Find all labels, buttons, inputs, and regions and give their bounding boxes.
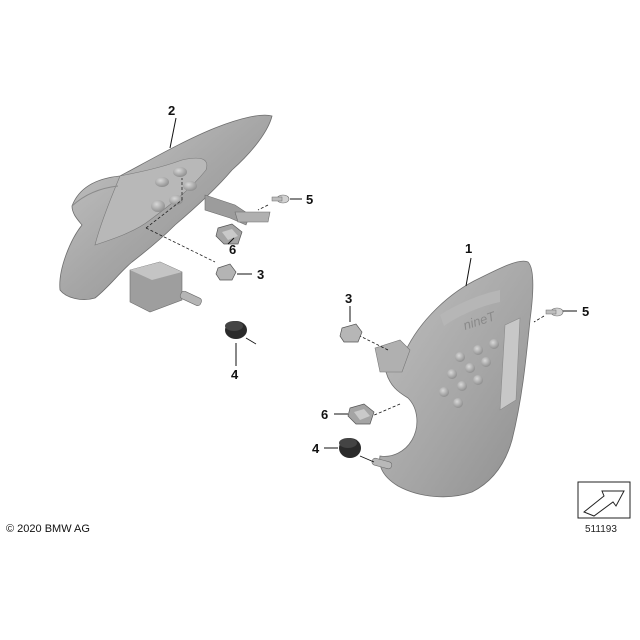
callout-right-grommet: 4 [312,441,320,456]
right-cover-part [359,260,534,498]
diagram-number: 511193 [585,524,617,535]
right-nut-3 [339,323,363,343]
callout-right-nut: 3 [345,291,353,306]
callout-right-screw: 5 [582,304,590,319]
left-cover-part [59,114,273,313]
copyright-notice: © 2020 BMW AG [6,523,90,535]
orientation-icon [577,481,631,519]
callout-right-clip: 6 [321,407,329,422]
left-screw-5 [257,194,290,211]
right-screw-5 [533,307,564,323]
right-leader-lines [324,257,577,449]
right-grommet-4 [339,438,375,463]
callout-left-screw: 5 [306,192,314,207]
left-clip-6 [215,223,243,245]
callout-left-nut: 3 [257,267,265,282]
callout-left-cover: 2 [168,103,176,118]
right-clip-6 [347,403,375,425]
left-leader-lines [169,117,302,366]
left-grommet-4 [225,321,257,345]
callout-left-clip: 6 [229,242,237,257]
callout-right-cover: 1 [465,241,473,256]
callout-left-grommet: 4 [231,367,239,382]
left-nut-3 [215,263,237,281]
